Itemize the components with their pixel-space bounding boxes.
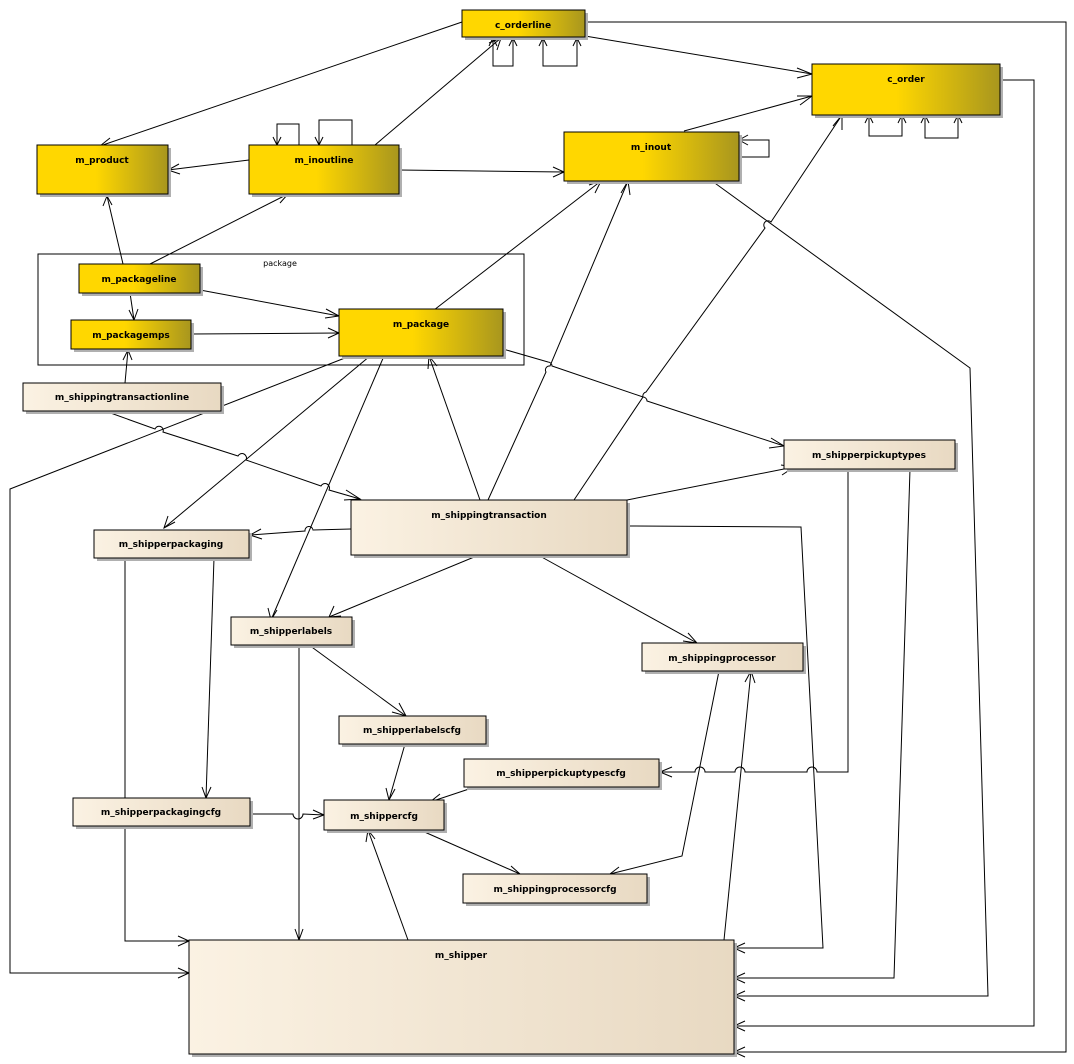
entity-m-shipperlabels[interactable]: m_shipperlabels	[230, 616, 355, 648]
entity-c-order[interactable]: c_order	[811, 63, 1003, 118]
entity-m-shippercfg[interactable]: m_shippercfg	[323, 799, 447, 833]
entity-label: m_shipperpickuptypescfg	[496, 769, 626, 779]
entity-label: m_inout	[631, 143, 672, 153]
entity-label: m_shippingprocessorcfg	[493, 885, 616, 895]
entity-label: m_shippingtransaction	[431, 511, 547, 521]
entity-m-shippingprocessorcfg[interactable]: m_shippingprocessorcfg	[462, 873, 650, 906]
entity-m-shippingtransactionline[interactable]: m_shippingtransactionline	[22, 382, 224, 414]
entity-m-shipper[interactable]: m_shipper	[188, 939, 737, 1057]
entity-m-shipperpackagingcfg[interactable]: m_shipperpackagingcfg	[72, 797, 253, 829]
entity-label: m_product	[75, 156, 129, 166]
entities: c_orderline c_order m_product m_inoutlin…	[22, 9, 1003, 1057]
entity-m-shipperlabelscfg[interactable]: m_shipperlabelscfg	[338, 715, 489, 747]
entity-label: m_shipperpackagingcfg	[101, 808, 221, 818]
entity-m-product[interactable]: m_product	[36, 144, 171, 197]
entity-m-packageline[interactable]: m_packageline	[78, 263, 203, 296]
entity-m-inoutline[interactable]: m_inoutline	[248, 144, 402, 197]
entity-label: m_packageline	[101, 275, 176, 285]
entity-m-packagemps[interactable]: m_packagemps	[70, 319, 194, 352]
entity-m-shipperpickuptypescfg[interactable]: m_shipperpickuptypescfg	[463, 758, 662, 790]
package-label: package	[263, 259, 297, 268]
entity-label: m_shippingtransactionline	[55, 393, 189, 403]
entity-m-shippingtransaction[interactable]: m_shippingtransaction	[350, 499, 630, 558]
entity-label: m_shipperlabels	[250, 627, 332, 637]
entity-label: m_inoutline	[295, 156, 354, 166]
entity-label: c_orderline	[495, 21, 551, 31]
entity-label: m_shippingprocessor	[668, 654, 776, 664]
relationship-lines	[9, 21, 1067, 1053]
entity-label: m_shipperpackaging	[119, 540, 223, 550]
entity-m-inout[interactable]: m_inout	[563, 131, 742, 184]
entity-c-orderline[interactable]: c_orderline	[461, 9, 588, 40]
entity-label: m_shipperlabelscfg	[363, 726, 461, 736]
entity-label: c_order	[887, 75, 925, 85]
entity-label: m_shippercfg	[350, 812, 418, 822]
entity-m-shippingprocessor[interactable]: m_shippingprocessor	[641, 642, 806, 674]
entity-label: m_package	[393, 320, 449, 330]
entity-m-package[interactable]: m_package	[338, 308, 506, 359]
entity-label: m_shipper	[435, 951, 488, 961]
entity-label: m_packagemps	[92, 331, 170, 341]
package-frame	[37, 253, 525, 366]
entity-m-shipperpackaging[interactable]: m_shipperpackaging	[93, 529, 252, 561]
entity-m-shipperpickuptypes[interactable]: m_shipperpickuptypes	[783, 439, 958, 472]
entity-label: m_shipperpickuptypes	[812, 451, 926, 461]
